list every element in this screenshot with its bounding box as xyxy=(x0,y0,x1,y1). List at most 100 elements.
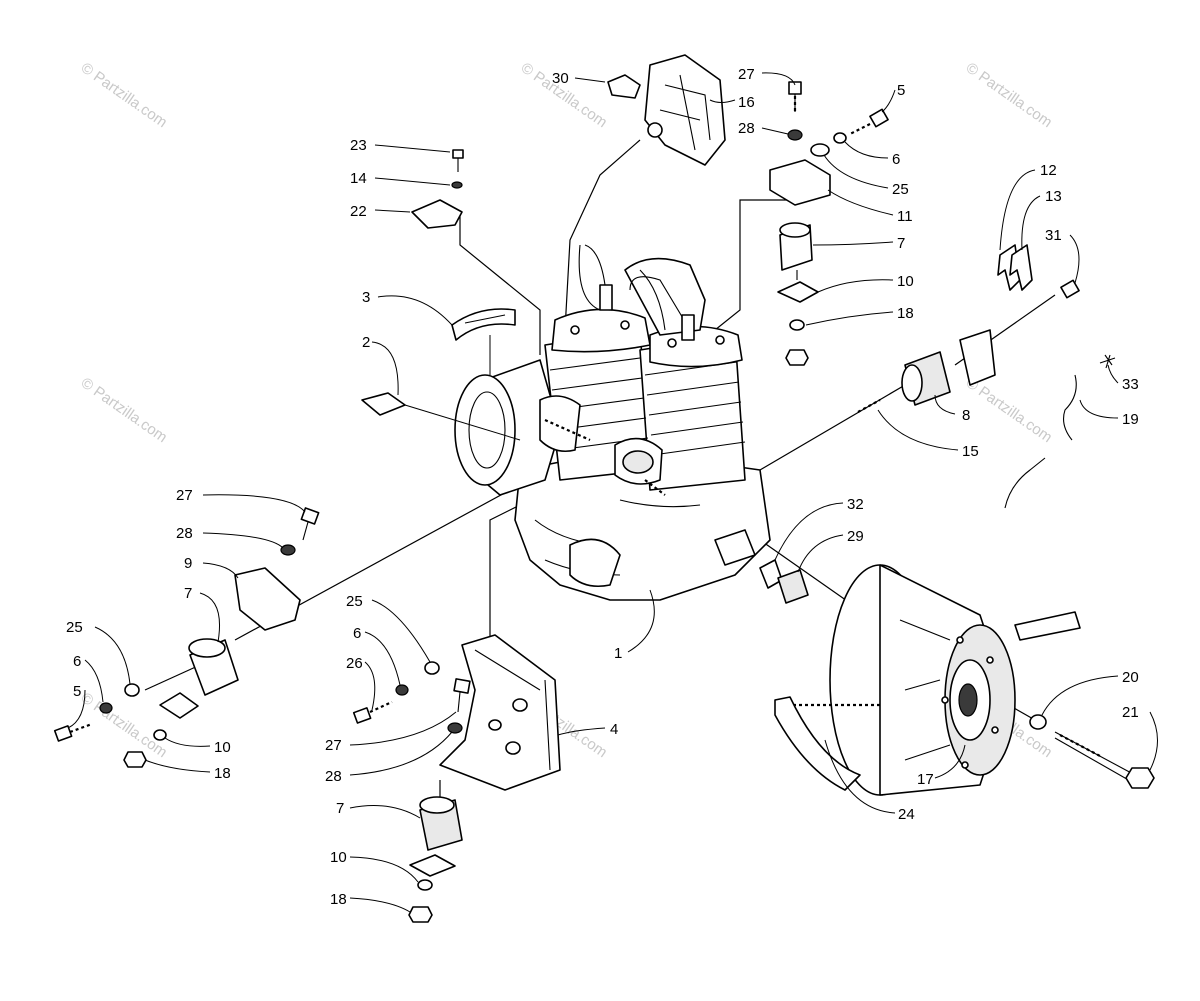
axis-bracket-16 xyxy=(564,139,641,331)
part-8-bushing xyxy=(901,351,951,406)
part-18-left-nut xyxy=(123,751,147,768)
axis-bracket-4 xyxy=(489,504,521,650)
leader-25-left xyxy=(94,626,131,685)
leader-22 xyxy=(374,209,411,213)
callout-7: 7 xyxy=(184,585,192,602)
leader-16 xyxy=(709,99,736,103)
leader-28-top xyxy=(761,127,789,135)
leader-7-left xyxy=(199,592,220,643)
leader-25-top xyxy=(823,154,889,189)
callout-17: 17 xyxy=(917,771,934,788)
leader-20 xyxy=(1041,675,1119,716)
leader-8 xyxy=(934,394,956,415)
part-11-mount-bracket xyxy=(769,159,831,206)
leader-11 xyxy=(827,189,894,216)
part-21-clutch-bolt xyxy=(1054,731,1155,789)
callout-28: 28 xyxy=(176,525,193,542)
ground-wire xyxy=(1004,457,1046,509)
leader-5-top xyxy=(881,89,896,113)
part-10-left-plate xyxy=(159,692,199,719)
part-25-mid-washer xyxy=(424,661,440,675)
part-6-left-lockwasher xyxy=(99,702,113,714)
leader-10-left xyxy=(164,737,211,747)
part-31-bolt xyxy=(1060,279,1080,299)
part-5-top-screw xyxy=(849,108,889,135)
part-28-left-washer xyxy=(280,544,296,556)
leader-lines xyxy=(67,72,1158,913)
callout-15: 15 xyxy=(962,443,979,460)
part-6-mid-lockwasher xyxy=(395,684,409,696)
part-25-top-washer xyxy=(810,143,830,157)
part-25-left-washer xyxy=(124,683,140,697)
callout-2: 2 xyxy=(362,334,370,351)
leader-26 xyxy=(364,661,376,711)
leader-13 xyxy=(1021,195,1041,251)
callout-8: 8 xyxy=(962,407,970,424)
leader-4 xyxy=(557,727,606,736)
engine-assembly xyxy=(454,244,771,601)
leader-31 xyxy=(1069,234,1080,284)
part-15-spring xyxy=(857,399,881,413)
callout-9: 9 xyxy=(184,555,192,572)
callout-25: 25 xyxy=(346,593,363,610)
leader-23 xyxy=(374,144,451,153)
callout-18: 18 xyxy=(214,765,231,782)
callout-10: 10 xyxy=(330,849,347,866)
part-27-left-bolt xyxy=(300,507,320,541)
callout-29: 29 xyxy=(847,528,864,545)
leader-12 xyxy=(999,169,1036,251)
cylinder-fins-left xyxy=(549,357,649,451)
leader-3 xyxy=(377,295,453,326)
intake-port xyxy=(622,450,654,474)
callout-26: 26 xyxy=(346,655,363,672)
part-7-left-isolator xyxy=(188,638,239,696)
leader-6-mid xyxy=(364,631,401,686)
part-24-belt-upper xyxy=(1014,611,1081,641)
output-shaft xyxy=(714,529,756,566)
leader-27-top xyxy=(761,72,796,86)
callout-7: 7 xyxy=(897,235,905,252)
callout-27: 27 xyxy=(325,737,342,754)
leader-25-mid xyxy=(371,599,431,663)
leader-2 xyxy=(371,341,399,396)
callout-18: 18 xyxy=(330,891,347,908)
leader-27-left xyxy=(202,494,306,513)
axis-clutch xyxy=(759,539,861,611)
leader-5-left xyxy=(67,689,86,729)
callout-6: 6 xyxy=(892,151,900,168)
leader-18-bottom xyxy=(349,897,411,913)
callout-22: 22 xyxy=(350,203,367,220)
callout-27: 27 xyxy=(176,487,193,504)
part-29-spacer xyxy=(777,569,809,604)
callout-6: 6 xyxy=(73,653,81,670)
callout-27: 27 xyxy=(738,66,755,83)
leader-18-top xyxy=(805,311,894,326)
callout-10: 10 xyxy=(214,739,231,756)
part-6-top-lockwasher xyxy=(833,132,847,144)
cylinder-fins-right xyxy=(644,361,746,456)
callout-12: 12 xyxy=(1040,162,1057,179)
callout-25: 25 xyxy=(892,181,909,198)
leader-33 xyxy=(1107,364,1119,384)
leader-32 xyxy=(774,502,844,561)
callout-30: 30 xyxy=(552,70,569,87)
head-bolt xyxy=(620,320,630,330)
leader-28-left xyxy=(202,532,284,549)
exhaust-cover-detail xyxy=(639,269,666,331)
callout-10: 10 xyxy=(897,273,914,290)
intake-stud xyxy=(544,418,591,442)
part-17-drive-clutch xyxy=(829,564,1016,796)
leader-6-top xyxy=(844,141,889,159)
callout-18: 18 xyxy=(897,305,914,322)
leader-30-top xyxy=(574,77,606,83)
callout-21: 21 xyxy=(1122,704,1139,721)
leader-15 xyxy=(877,409,959,451)
bracket-plate xyxy=(959,329,996,386)
leader-17 xyxy=(934,744,966,779)
part-18-bottom-nut xyxy=(408,906,433,923)
part-28-top-washer xyxy=(787,129,803,141)
leader-18-left xyxy=(144,759,211,773)
callout-28: 28 xyxy=(738,120,755,137)
leader-24 xyxy=(824,739,896,814)
part-27-top-bolt xyxy=(788,81,802,112)
